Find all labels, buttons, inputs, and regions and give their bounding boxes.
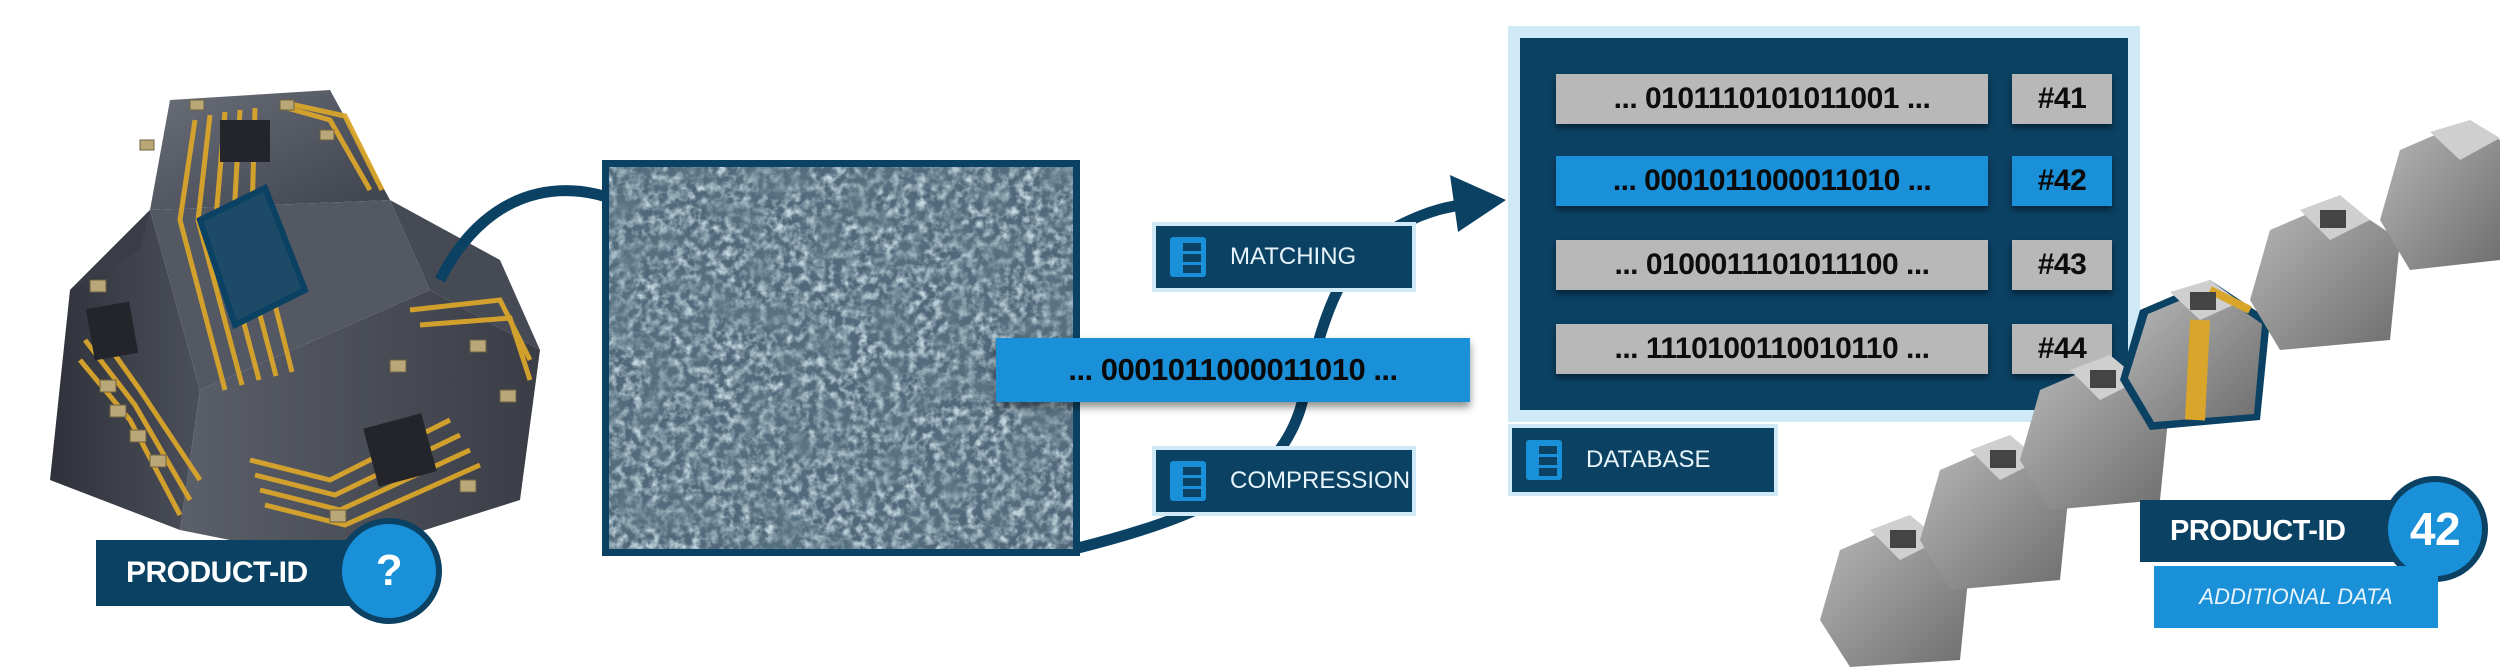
db-row-code-2-match: ... 0001011000011010 ... (1556, 156, 1988, 206)
additional-data-text: ADDITIONAL DATA (2199, 584, 2393, 609)
compression-step-label: COMPRESSION (1152, 446, 1416, 516)
database-label: DATABASE (1508, 424, 1778, 496)
database-icon (1526, 440, 1562, 480)
matching-text: MATCHING (1230, 243, 1357, 270)
compression-text: COMPRESSION (1230, 467, 1411, 494)
extracted-code: ... 0001011000011010 ... (996, 338, 1470, 402)
database-icon (1170, 461, 1206, 501)
product-id-text: PRODUCT-ID (126, 556, 308, 589)
db-row-id-2-match: #42 (2012, 156, 2112, 206)
badge-text: 42 (2409, 503, 2461, 555)
database-table: ... 0101110101011001 ... #41 ... 0001011… (1520, 38, 2128, 410)
db-row-id-4: #44 (2012, 324, 2112, 374)
database-icon (1170, 237, 1206, 277)
extracted-code-text: ... 0001011000011010 ... (1068, 352, 1398, 387)
database-panel: ... 0101110101011001 ... #41 ... 0001011… (1508, 26, 2140, 422)
product-device-illustration (50, 90, 540, 560)
db-row-code-3: ... 0100011101011100 ... (1556, 240, 1988, 290)
product-row-illustration (1820, 120, 2500, 667)
database-text: DATABASE (1586, 446, 1711, 473)
product-id-text: PRODUCT-ID (2170, 514, 2346, 547)
db-row-id-1: #41 (2012, 74, 2112, 124)
matching-step-label: MATCHING (1152, 222, 1416, 292)
product-id-label-right: PRODUCT-ID (2140, 500, 2410, 562)
db-row-code-1: ... 0101110101011001 ... (1556, 74, 1988, 124)
badge-text: ? (375, 546, 403, 595)
db-row-id-3: #43 (2012, 240, 2112, 290)
surface-texture-image (602, 160, 1080, 556)
db-row-code-4: ... 1110100110010110 ... (1556, 324, 1988, 374)
additional-data-label: ADDITIONAL DATA (2154, 566, 2438, 628)
product-id-badge-42: 42 (2382, 476, 2488, 582)
product-id-badge-unknown: ? (336, 518, 442, 624)
